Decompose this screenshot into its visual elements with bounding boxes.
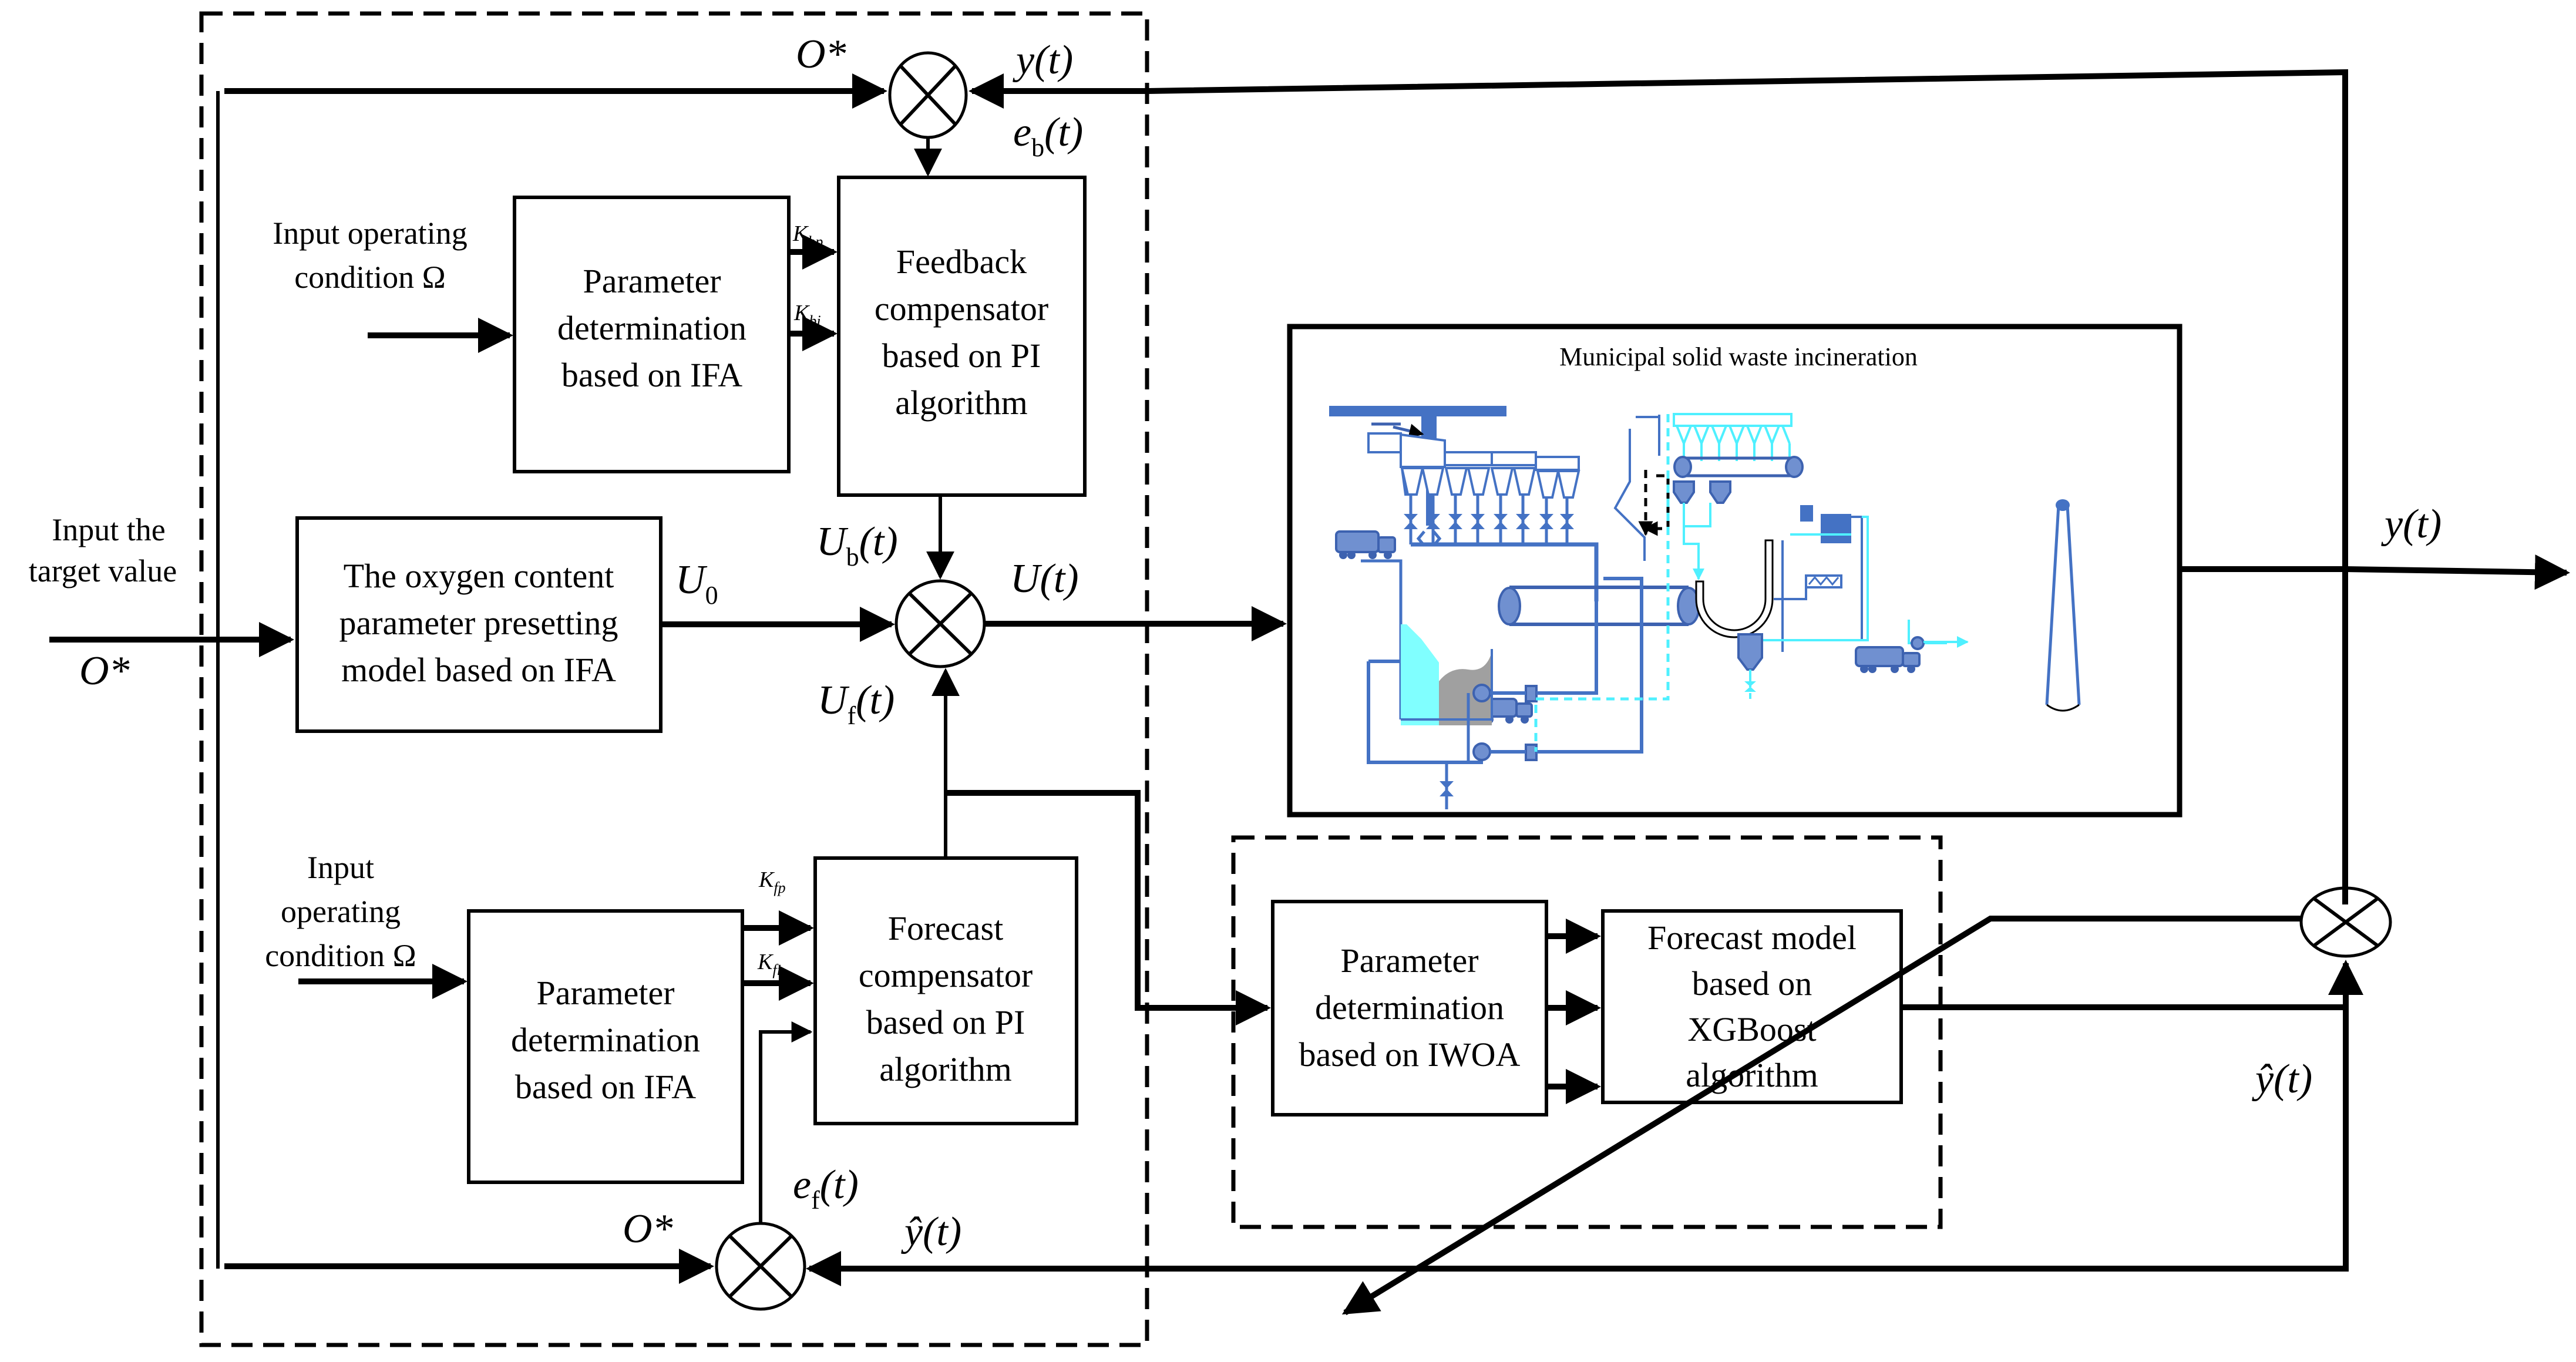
- ub-label: Ub(t): [816, 519, 898, 571]
- block-line: based on IWOA: [1299, 1035, 1521, 1074]
- controller-group-boundary: [199, 11, 1149, 1347]
- block-line: Parameter: [536, 974, 674, 1012]
- block-line: determination: [1315, 988, 1504, 1027]
- input-operating-label: operating: [281, 894, 401, 929]
- truck-icon: [1335, 530, 1396, 559]
- ash-silo: [1737, 633, 1763, 699]
- block-line: compensator: [875, 290, 1048, 328]
- block-line: determination: [511, 1021, 700, 1059]
- kfi-sub: fi: [772, 961, 781, 978]
- eb-sub: b: [1031, 133, 1044, 162]
- feedback-compensator-block[interactable]: Feedback compensator based on PI algorit…: [837, 176, 1087, 497]
- ef-sub: f: [811, 1186, 820, 1215]
- input-operating-label: condition Ω: [265, 938, 416, 973]
- chimney-stack: [1908, 499, 2081, 712]
- block-line: XGBoost: [1687, 1010, 1816, 1048]
- block-line: based on IFA: [515, 1068, 696, 1106]
- u0-sub: 0: [705, 581, 718, 610]
- uf-label: Uf(t): [818, 678, 894, 730]
- u-t-label: U(t): [1010, 556, 1079, 601]
- o-star-input-label: O*: [79, 648, 130, 694]
- param-iwoa-block[interactable]: Parameter determination based on IWOA: [1271, 900, 1548, 1116]
- signal-lines: [49, 69, 2570, 1316]
- truck-icon: [1855, 646, 1921, 673]
- y-t-output-label: y(t): [2381, 502, 2442, 547]
- input-operating-label: condition Ω: [294, 260, 446, 295]
- input-target-label: target value: [29, 553, 177, 588]
- kbp-main: K: [792, 221, 809, 246]
- block-line: based on PI: [882, 337, 1041, 375]
- eb-label: eb(t): [1013, 110, 1083, 162]
- ef-label: ef(t): [793, 1162, 859, 1215]
- block-line: algorithm: [879, 1050, 1012, 1088]
- uf-tail: (t): [856, 678, 894, 723]
- grate-hoppers: [1367, 424, 1599, 601]
- kfi-label: Kfi: [757, 950, 781, 978]
- input-target-label: Input the: [52, 512, 165, 547]
- yhat-right-label: ŷ(t): [2252, 1057, 2312, 1102]
- kbp-sub: bp: [808, 233, 823, 250]
- block-line: parameter presetting: [339, 604, 618, 642]
- ub-sub: b: [846, 543, 859, 571]
- u-tube-reactor: [1695, 505, 1869, 652]
- block-line: Forecast model: [1647, 919, 1857, 957]
- ef-main: e: [793, 1162, 811, 1208]
- kfp-label: Kfp: [758, 867, 786, 896]
- uf-sub: f: [848, 701, 856, 730]
- block-line: based on PI: [866, 1003, 1025, 1041]
- u0-main: U: [675, 557, 708, 603]
- uf-main: U: [818, 678, 850, 723]
- kfp-main: K: [758, 867, 775, 892]
- block-line: based on: [1692, 964, 1812, 1003]
- bag-filter: [1673, 413, 1804, 580]
- u0-label: U0: [675, 557, 718, 610]
- input-operating-label: Input operating: [273, 216, 467, 251]
- input-operating-label: Input: [307, 850, 374, 885]
- incineration-plant-illustration: [1329, 406, 2081, 809]
- sum-feedback-error: [888, 51, 968, 139]
- ub-tail: (t): [859, 519, 898, 564]
- block-line: compensator: [859, 956, 1033, 994]
- mswi-process-block[interactable]: Municipal solid waste incineration: [1287, 324, 2182, 818]
- furnace-bunker: [1361, 559, 1493, 764]
- block-line: based on IFA: [561, 356, 742, 394]
- forecast-model-block[interactable]: Forecast model based on XGBoost algorith…: [1601, 909, 1903, 1104]
- fans: [1440, 577, 1643, 809]
- eb-tail: (t): [1044, 110, 1083, 155]
- sum-control-output: [894, 579, 986, 668]
- yhat-bottom-label: ŷ(t): [901, 1209, 961, 1255]
- ef-tail: (t): [820, 1162, 859, 1208]
- forecast-compensator-block[interactable]: Forecast compensator based on PI algorit…: [813, 856, 1078, 1125]
- block-line: The oxygen content: [344, 557, 614, 595]
- signal-labels: Input the target value O* Input operatin…: [29, 32, 2442, 1255]
- sum-forecast-error: [715, 1222, 806, 1311]
- block-line: determination: [557, 309, 746, 347]
- kfi-main: K: [757, 950, 774, 974]
- o-star-top-label: O*: [796, 32, 846, 77]
- kbi-sub: bi: [809, 312, 820, 329]
- boiler-drum: [1498, 586, 1700, 626]
- y-t-top-label: y(t): [1013, 38, 1073, 83]
- cyclone-separator: [1534, 414, 1670, 752]
- block-line: Feedback: [896, 243, 1027, 281]
- process-title: Municipal solid waste incineration: [1559, 342, 1918, 371]
- kfp-sub: fp: [774, 879, 785, 896]
- param-ifa-bottom-block[interactable]: Parameter determination based on IFA: [467, 909, 744, 1184]
- oxygen-preset-block[interactable]: The oxygen content parameter presetting …: [295, 516, 663, 733]
- kbi-main: K: [793, 301, 810, 325]
- kbi-label: Kbi: [793, 301, 821, 329]
- ub-main: U: [816, 519, 849, 564]
- eb-main: e: [1013, 110, 1031, 155]
- block-line: Forecast: [888, 909, 1004, 947]
- forecast-group-boundary: [1231, 835, 1943, 1229]
- block-line: Parameter: [583, 262, 721, 300]
- block-line: Parameter: [1340, 941, 1478, 980]
- block-line: model based on IFA: [341, 651, 616, 689]
- param-ifa-top-block[interactable]: Parameter determination based on IFA: [513, 196, 791, 473]
- o-star-bottom-label: O*: [623, 1206, 673, 1252]
- block-line: algorithm: [895, 384, 1028, 422]
- kbp-label: Kbp: [792, 221, 823, 250]
